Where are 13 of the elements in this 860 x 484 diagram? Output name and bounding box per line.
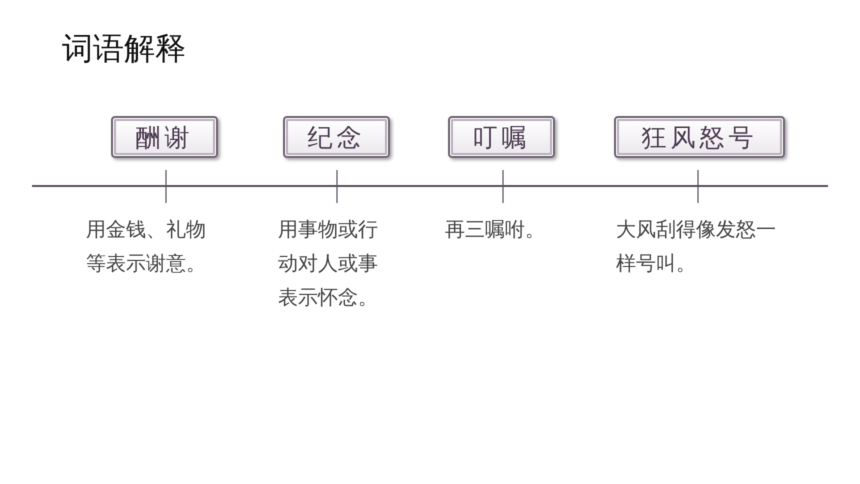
term-box bbox=[614, 116, 785, 158]
term-text: 酬谢 bbox=[136, 122, 194, 154]
term-box bbox=[448, 116, 555, 158]
term-text: 狂风怒号 bbox=[642, 122, 758, 154]
term-text: 叮嘱 bbox=[472, 122, 530, 154]
slide-title: 词语解释 bbox=[62, 30, 186, 69]
definition-text: 用事物或行动对人或事表示怀念。 bbox=[278, 216, 379, 311]
term-text: 纪念 bbox=[308, 122, 366, 154]
definition-text: 再三嘱咐。 bbox=[445, 216, 546, 243]
definition-text: 大风刮得像发怒一样号叫。 bbox=[616, 216, 777, 277]
definition-text: 用金钱、礼物等表示谢意。 bbox=[86, 216, 207, 277]
term-box bbox=[283, 116, 390, 158]
term-box bbox=[111, 116, 218, 158]
